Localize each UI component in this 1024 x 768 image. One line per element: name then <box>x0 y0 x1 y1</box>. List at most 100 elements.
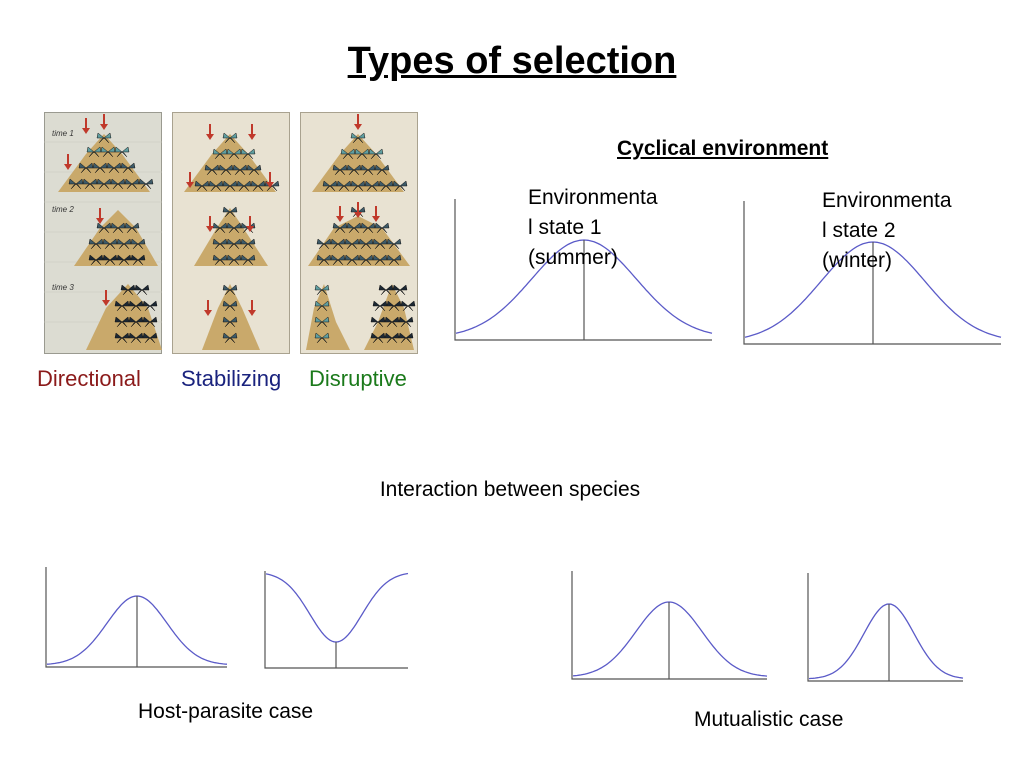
butterfly-icon <box>358 254 374 266</box>
butterfly-icon <box>360 164 376 176</box>
butterfly-icon <box>372 238 388 250</box>
fitness-curve <box>808 603 964 680</box>
butterfly-icon <box>360 222 376 234</box>
butterfly-icon <box>128 316 144 328</box>
selection-arrow-icon <box>248 124 256 140</box>
butterfly-icon <box>212 148 228 160</box>
butterfly-icon <box>368 148 384 160</box>
butterfly-icon <box>116 238 132 250</box>
butterfly-icon <box>204 164 220 176</box>
selection-arrows <box>186 124 274 316</box>
butterfly-icon <box>358 238 374 250</box>
butterfly-icon <box>78 162 94 174</box>
butterfly-icon <box>114 316 130 328</box>
butterfly-icon <box>350 180 366 192</box>
directional-label: Directional <box>37 366 141 391</box>
butterfly-icon <box>332 222 348 234</box>
distribution-mound <box>312 134 404 192</box>
butterfly-icon <box>386 300 402 312</box>
butterfly-icon <box>96 132 112 144</box>
butterfly-icon <box>88 238 104 250</box>
butterfly-icon <box>392 284 408 296</box>
butterfly-icon <box>374 222 390 234</box>
axes <box>264 571 408 669</box>
selection-arrow-icon <box>204 300 212 316</box>
butterfly-icon <box>120 284 136 296</box>
butterfly-icon <box>332 164 348 176</box>
butterfly-icon <box>96 178 112 190</box>
butterfly-icon <box>378 284 394 296</box>
mutualistic-label: Mutualistic case <box>694 708 844 731</box>
butterfly-icon <box>400 300 416 312</box>
state1-label: Environmenta l state 1 (summer) <box>528 186 658 269</box>
butterfly-icon <box>222 284 238 296</box>
butterfly-icon <box>116 254 132 266</box>
distribution-mound <box>58 134 150 192</box>
selection-arrow-icon <box>206 216 214 232</box>
butterfly-icon <box>386 254 402 266</box>
state2-label: Environmenta l state 2 (winter) <box>822 189 952 272</box>
disruptive-label: Disruptive <box>309 366 407 391</box>
butterfly-icon <box>102 254 118 266</box>
butterfly-icon <box>110 222 126 234</box>
butterfly-icon <box>374 164 390 176</box>
selection-arrow-icon <box>206 124 214 140</box>
butterfly-icon <box>194 180 210 192</box>
butterfly-icon <box>336 180 352 192</box>
butterfly-icon <box>370 332 386 344</box>
distribution-mound <box>184 134 276 192</box>
time-label: time 1 <box>52 129 74 138</box>
selection-arrow-icon <box>336 206 344 222</box>
axes <box>571 571 767 680</box>
distribution-mound <box>364 284 414 350</box>
butterfly-icon <box>120 162 136 174</box>
butterfly-icon <box>128 300 144 312</box>
disruptive-selection-panel <box>300 112 418 354</box>
butterfly-icon <box>246 164 262 176</box>
butterfly-icon <box>110 178 126 190</box>
butterfly-icon <box>346 164 362 176</box>
distribution-mound <box>194 208 268 266</box>
selection-arrow-icon <box>372 206 380 222</box>
winter-fitness-curve <box>743 201 1002 345</box>
fitness-curve <box>265 572 409 643</box>
butterfly-icon <box>208 180 224 192</box>
selection-arrows <box>336 114 380 222</box>
selection-arrows <box>64 114 110 306</box>
butterfly-icon <box>222 206 238 218</box>
cyclical-environment-heading: Cyclical environment <box>617 137 829 160</box>
butterfly-icon <box>124 178 140 190</box>
butterfly-icon <box>364 180 380 192</box>
butterfly-icon <box>232 164 248 176</box>
butterfly-icon <box>240 254 256 266</box>
selection-arrow-icon <box>354 114 362 130</box>
butterfly-icon <box>222 316 238 328</box>
mutualist-a-fitness-curve <box>571 571 768 680</box>
host-fitness-curve <box>45 567 228 668</box>
butterfly-icon <box>314 332 330 344</box>
butterfly-icon <box>330 238 346 250</box>
butterfly-icon <box>322 180 338 192</box>
time-label: time 2 <box>52 205 74 214</box>
selection-arrow-icon <box>102 290 110 306</box>
butterfly-icon <box>398 316 414 328</box>
butterfly-icon <box>82 178 98 190</box>
butterfly-icon <box>340 148 356 160</box>
butterfly-icon <box>100 146 116 158</box>
butterfly-icon <box>102 238 118 250</box>
butterfly-population <box>314 132 416 344</box>
distribution-mound <box>86 284 162 350</box>
axes <box>807 573 963 682</box>
selection-arrow-icon <box>186 172 194 188</box>
butterfly-icon <box>398 332 414 344</box>
butterfly-icon <box>350 132 366 144</box>
butterfly-icon <box>384 332 400 344</box>
butterfly-icon <box>212 222 228 234</box>
butterfly-population <box>68 132 158 344</box>
selection-arrow-icon <box>82 118 90 134</box>
selection-arrow-icon <box>100 114 108 130</box>
butterfly-icon <box>130 254 146 266</box>
butterfly-icon <box>386 238 402 250</box>
butterfly-icon <box>330 254 346 266</box>
butterfly-population <box>194 132 280 344</box>
